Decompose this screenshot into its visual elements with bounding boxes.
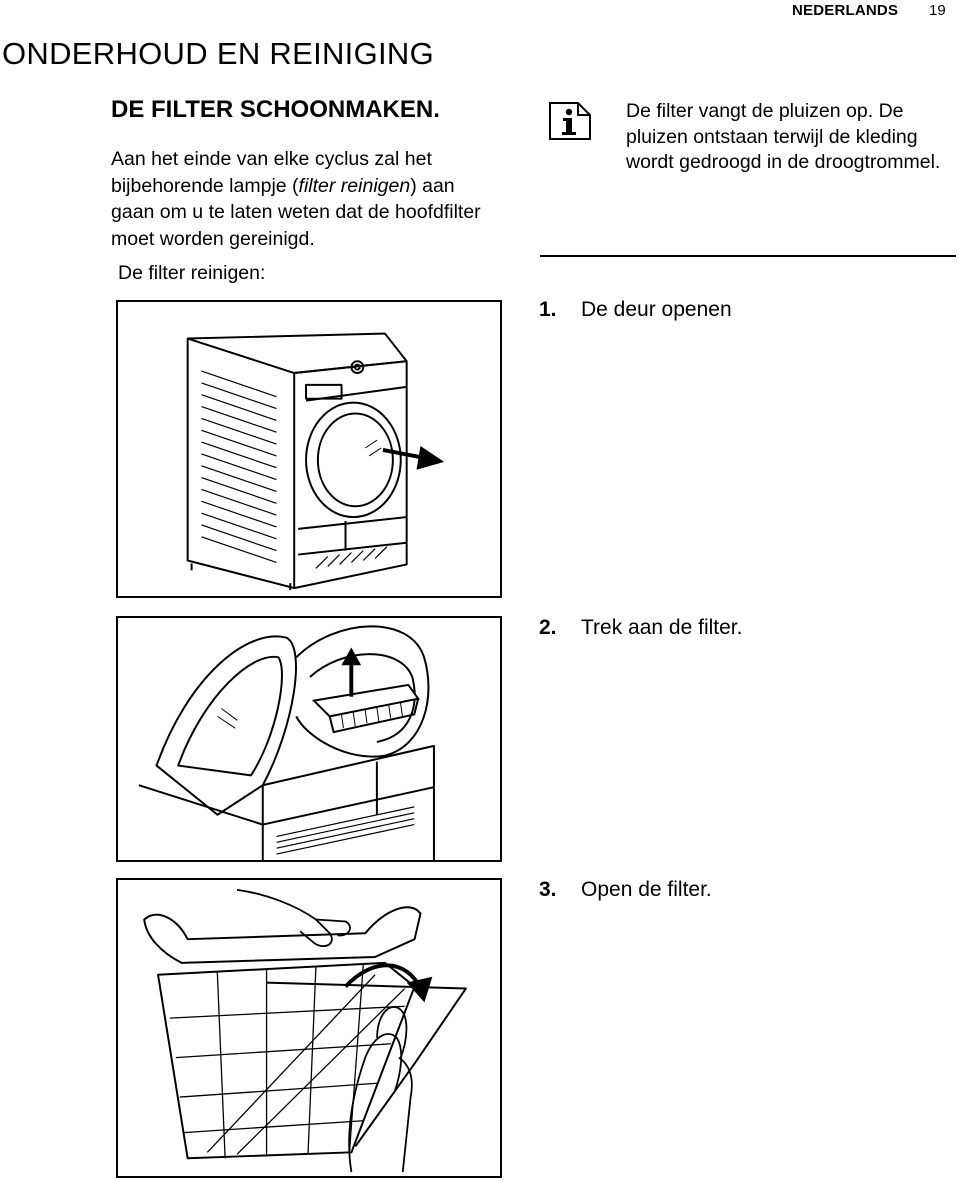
- front-vents: [276, 806, 415, 855]
- figure-pull-filter: [116, 616, 502, 862]
- open-door-inner: [177, 655, 283, 777]
- intro-paragraph: Aan het einde van elke cyclus zal het bi…: [111, 146, 501, 252]
- intro-emphasis: filter reinigen: [298, 174, 411, 197]
- filter-tray: [311, 683, 420, 734]
- step-text: Trek aan de filter.: [581, 616, 743, 639]
- arrow-up-icon: [341, 647, 362, 697]
- side-vents: [201, 370, 277, 564]
- step-number: 1.: [539, 298, 557, 321]
- door-glare: [217, 708, 238, 729]
- front-vents: [315, 546, 388, 569]
- subsection-title: DE FILTER SCHOONMAKEN.: [111, 96, 440, 123]
- filter-lid: [266, 981, 467, 1147]
- filter-handle: [143, 906, 422, 964]
- header-language: NEDERLANDS: [792, 2, 899, 19]
- step-2: 2. Trek aan de filter.: [539, 616, 742, 640]
- info-divider: [540, 255, 956, 257]
- step-number: 2.: [539, 616, 557, 639]
- hand-bottom: [348, 1006, 413, 1173]
- info-icon: [548, 101, 592, 141]
- intro-text-before: Aan het einde van elke cyclus zal het bi…: [111, 148, 432, 197]
- step-number: 3.: [539, 878, 557, 901]
- open-door-outer: [155, 635, 297, 816]
- step-text: De deur openen: [581, 298, 732, 321]
- intro-text-after: ) aan gaan om u te laten weten dat de ho…: [111, 174, 481, 250]
- info-note: De filter vangt de pluizen op. De pluize…: [626, 100, 941, 173]
- section-title: ONDERHOUD EN REINIGING: [2, 36, 435, 71]
- filter-pull-illustration: [138, 625, 435, 860]
- filter-mesh: [169, 964, 406, 1159]
- step-text: Open de filter.: [581, 878, 712, 901]
- figure-open-filter: [116, 878, 502, 1178]
- filter-frame: [157, 961, 416, 1160]
- step-3: 3. Open de filter.: [539, 878, 712, 902]
- step-1: 1. De deur openen: [539, 298, 732, 322]
- clean-label: De filter reinigen:: [118, 262, 266, 284]
- door-inner: [316, 412, 394, 508]
- hand-top: [236, 888, 351, 948]
- drum-opening: [295, 625, 430, 758]
- dryer-illustration: [186, 332, 445, 591]
- filter-open-illustration: [143, 888, 467, 1173]
- door-outer: [305, 401, 402, 519]
- control-knob: [350, 360, 365, 375]
- arrow-right-icon: [382, 446, 445, 470]
- dryer-outline: [186, 332, 408, 590]
- page-number: 19: [929, 2, 946, 19]
- door-glare: [364, 439, 382, 457]
- rotate-arrow-icon: [344, 963, 433, 1003]
- figure-open-door: [116, 300, 502, 598]
